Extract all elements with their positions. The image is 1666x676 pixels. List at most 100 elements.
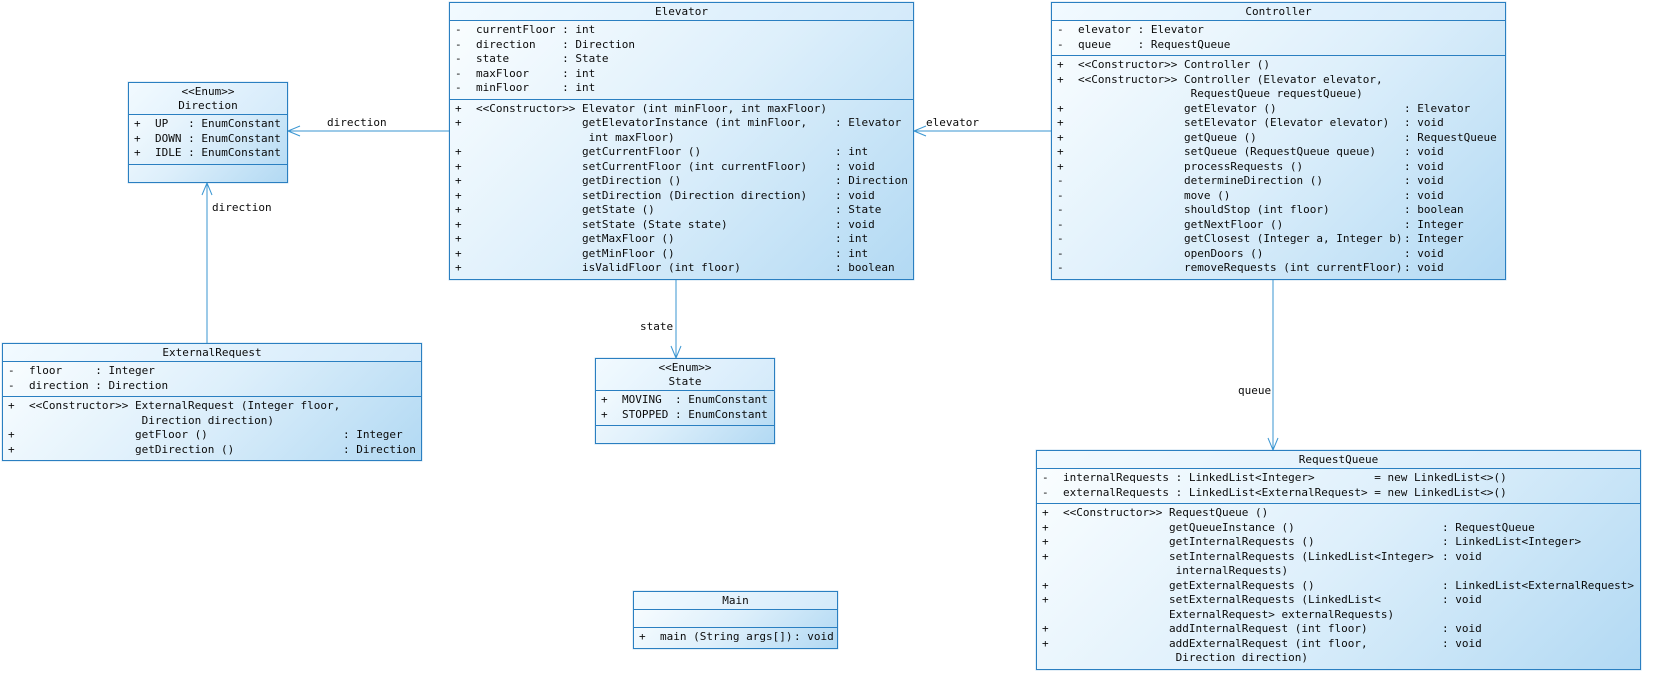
method-row: + getCurrentFloor (): int [450, 145, 913, 160]
visibility-marker: - [1057, 217, 1064, 231]
class-box-externalrequest[interactable]: ExternalRequest-floor : Integer-directio… [2, 343, 422, 461]
member-signature: direction : Direction [29, 378, 169, 392]
visibility-marker: + [1057, 145, 1064, 158]
method-row: Direction direction) [3, 414, 421, 429]
member-return-type: : void [1442, 636, 1482, 650]
visibility-marker: - [455, 81, 462, 94]
attribute-row: -maxFloor : int [450, 67, 913, 82]
class-title: <<Enum>>Direction [129, 83, 287, 115]
member-return-type: : void [1404, 188, 1444, 202]
attributes-compartment: +MOVING : EnumConstant+STOPPED : EnumCon… [596, 391, 774, 426]
visibility-marker: - [455, 52, 462, 65]
visibility-marker: + [455, 203, 462, 216]
member-signature: addExternalRequest (int floor, [1063, 636, 1368, 650]
member-signature: getExternalRequests () [1063, 578, 1315, 592]
member-signature: getElevatorInstance (int minFloor, [476, 116, 808, 129]
edge-label-elevator-to-state: state [640, 320, 674, 333]
class-box-controller[interactable]: Controller-elevator : Elevator-queue : R… [1051, 2, 1506, 280]
member-return-type: : int [835, 232, 869, 245]
visibility-marker: + [1057, 159, 1064, 173]
class-box-state[interactable]: <<Enum>>State+MOVING : EnumConstant+STOP… [595, 358, 775, 444]
method-row: - getNextFloor (): Integer [1052, 218, 1505, 233]
method-row: + getMinFloor (): int [450, 247, 913, 262]
class-box-direction[interactable]: <<Enum>>Direction+UP : EnumConstant+DOWN… [128, 82, 288, 183]
visibility-marker: - [1057, 188, 1064, 202]
method-row: Direction direction) [1037, 651, 1640, 666]
method-row: +<<Constructor>> Controller (Elevator el… [1052, 73, 1505, 88]
attribute-row: -direction : Direction [3, 379, 421, 394]
visibility-marker: + [1042, 578, 1049, 592]
member-return-type: : int [835, 145, 869, 158]
member-signature: <<Constructor>> Elevator (int minFloor, … [476, 101, 827, 115]
visibility-marker: - [8, 364, 15, 377]
member-signature: currentFloor : int [476, 23, 596, 36]
attribute-row: -externalRequests : LinkedList<ExternalR… [1037, 486, 1640, 501]
visibility-marker: + [455, 174, 462, 187]
member-return-type: : RequestQueue [1404, 130, 1497, 144]
visibility-marker: - [8, 378, 15, 392]
attribute-row: +STOPPED : EnumConstant [596, 408, 774, 423]
class-box-elevator[interactable]: Elevator-currentFloor : int-direction : … [449, 2, 914, 280]
visibility-marker: + [455, 159, 462, 173]
visibility-marker [1042, 564, 1063, 579]
visibility-marker [8, 414, 29, 429]
member-return-type: : void [794, 630, 834, 643]
class-box-main[interactable]: Main+main (String args[]): void [633, 591, 838, 649]
association-edge-elevator-to-state[interactable] [670, 280, 682, 359]
method-row: - move (): void [1052, 189, 1505, 204]
member-return-type: : int [835, 246, 869, 260]
member-signature: elevator : Elevator [1078, 23, 1204, 36]
method-row: + getElevatorInstance (int minFloor,: El… [450, 116, 913, 131]
member-signature: setExternalRequests (LinkedList< [1063, 593, 1381, 606]
association-edge-controller-to-requestqueue[interactable] [1267, 280, 1279, 451]
visibility-marker [1042, 651, 1063, 666]
member-return-type: : void [1404, 261, 1444, 274]
visibility-marker: - [1042, 485, 1049, 499]
member-return-type: : void [1404, 174, 1444, 187]
attributes-compartment: +UP : EnumConstant+DOWN : EnumConstant+I… [129, 115, 287, 165]
member-return-type: : void [1442, 622, 1482, 635]
attribute-row: +MOVING : EnumConstant [596, 393, 774, 408]
method-row: +<<Constructor>> RequestQueue () [1037, 506, 1640, 521]
method-row: - getClosest (Integer a, Integer b): Int… [1052, 232, 1505, 247]
class-title: RequestQueue [1037, 451, 1640, 469]
visibility-marker: + [601, 393, 608, 406]
attribute-row: -minFloor : int [450, 81, 913, 96]
class-box-requestqueue[interactable]: RequestQueue -internalRequests : LinkedLi… [1036, 450, 1641, 670]
member-signature: getMinFloor () [476, 246, 675, 260]
class-title: ExternalRequest [3, 344, 421, 362]
method-row: + getExternalRequests (): LinkedList<Ext… [1037, 579, 1640, 594]
visibility-marker: + [1042, 593, 1049, 606]
member-return-type: : Integer [1404, 232, 1464, 245]
visibility-marker: - [455, 37, 462, 51]
class-name: Elevator [655, 5, 708, 18]
association-edge-externalrequest-to-direction[interactable] [201, 182, 213, 343]
method-row: RequestQueue requestQueue) [1052, 87, 1505, 102]
method-row: - determineDirection (): void [1052, 174, 1505, 189]
member-signature: floor : Integer [29, 364, 155, 377]
member-signature: getInternalRequests () [1063, 535, 1315, 548]
method-row: + getInternalRequests (): LinkedList<Int… [1037, 535, 1640, 550]
class-title: Controller [1052, 3, 1505, 21]
attributes-compartment: -internalRequests : LinkedList<Integer> … [1037, 469, 1640, 504]
method-row: + getState (): State [450, 203, 913, 218]
visibility-marker: + [639, 630, 646, 643]
member-return-type: : RequestQueue [1442, 520, 1535, 534]
visibility-marker: - [1057, 203, 1064, 216]
member-signature: determineDirection () [1078, 174, 1324, 187]
member-return-type: : Elevator [835, 116, 902, 129]
member-return-type: : Direction [835, 174, 908, 187]
method-row: + getMaxFloor (): int [450, 232, 913, 247]
member-signature: getFloor () [29, 428, 208, 441]
method-row: + processRequests (): void [1052, 160, 1505, 175]
method-row: + addInternalRequest (int floor): void [1037, 622, 1640, 637]
class-title: Main [634, 592, 837, 610]
member-return-type: : void [1404, 116, 1444, 129]
visibility-marker: - [1057, 232, 1064, 245]
visibility-marker: - [1057, 246, 1064, 260]
method-row: +<<Constructor>> Elevator (int minFloor,… [450, 102, 913, 117]
visibility-marker: + [1042, 535, 1049, 548]
member-signature: <<Constructor>> RequestQueue () [1063, 506, 1269, 519]
class-name: RequestQueue [1298, 453, 1379, 466]
class-title: <<Enum>>State [596, 359, 774, 391]
